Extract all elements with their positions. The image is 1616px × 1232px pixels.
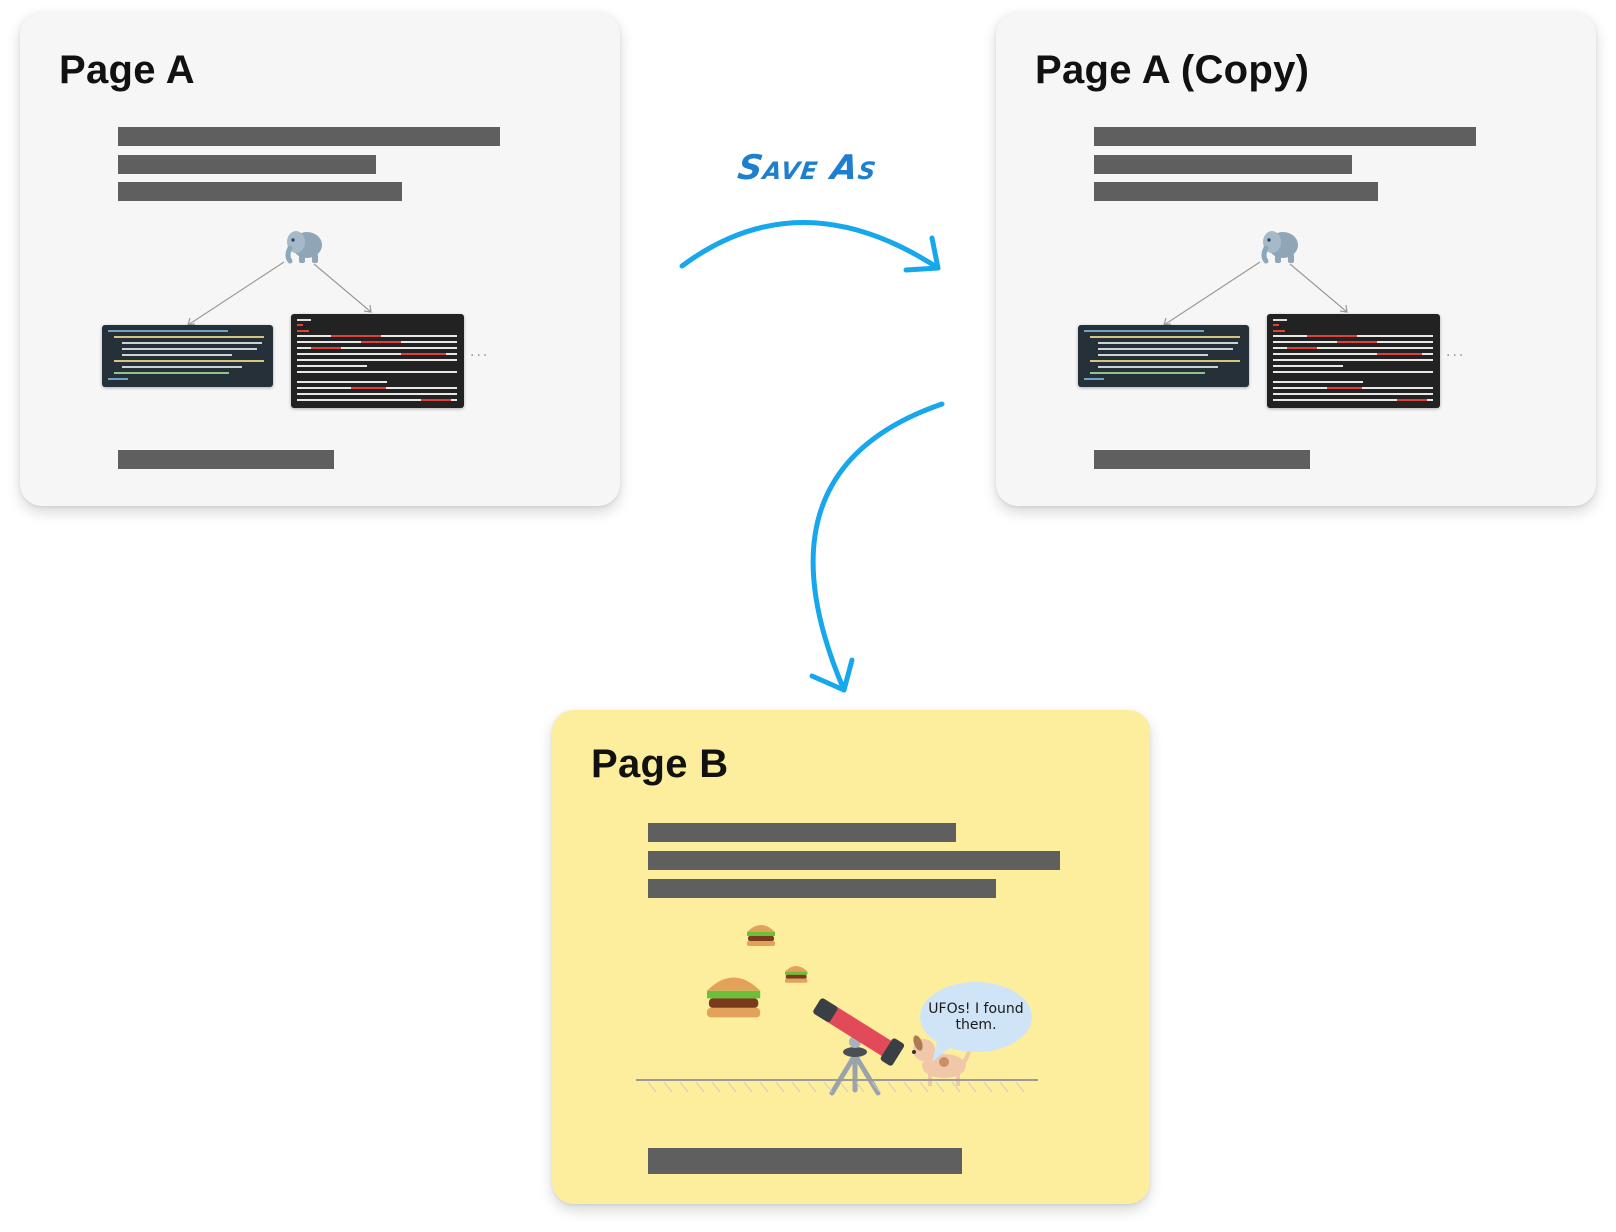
svg-code-snippet: [102, 325, 273, 387]
elephant-icon: [285, 231, 322, 264]
text-line: [1094, 155, 1352, 174]
speech-bubble: UFOs! I found them.: [920, 982, 1032, 1052]
text-line: [118, 127, 500, 146]
derive-arrow: [809, 401, 945, 693]
page-b-card: Page B: [552, 710, 1150, 1204]
text-line: [648, 823, 956, 842]
text-line: [1094, 182, 1378, 201]
text-line: [648, 851, 1060, 870]
page-a-copy-card: Page A (Copy): [996, 12, 1596, 506]
page-a-card: Page A: [20, 12, 620, 506]
elephant-icon: [1261, 231, 1298, 264]
burger-icon: [785, 966, 808, 983]
page-a-title: Page A: [59, 48, 195, 92]
text-line: [1094, 127, 1476, 146]
page-b-title: Page B: [591, 742, 729, 786]
burger-icon: [707, 977, 761, 1018]
ellipsis-icon: ···: [1446, 348, 1466, 364]
text-line: [118, 182, 402, 201]
ground-hatching: [647, 1081, 1025, 1093]
text-line: [648, 1148, 962, 1174]
connector-lines: [1163, 261, 1348, 326]
illustration: [636, 925, 1038, 1096]
binary-data-snippet: [291, 314, 464, 408]
binary-data-snippet: [1267, 314, 1440, 408]
text-line: [1094, 450, 1310, 469]
telescope-icon: [813, 998, 905, 1096]
text-line: [118, 155, 376, 174]
save-as-label: Save As: [735, 148, 880, 188]
save-as-arrow: [679, 220, 941, 273]
text-line: [648, 879, 996, 898]
text-line: [118, 450, 334, 469]
page-a-copy-title: Page A (Copy): [1035, 48, 1310, 92]
burger-icon: [747, 925, 775, 946]
ellipsis-icon: ···: [470, 348, 490, 364]
svg-code-snippet: [1078, 325, 1249, 387]
